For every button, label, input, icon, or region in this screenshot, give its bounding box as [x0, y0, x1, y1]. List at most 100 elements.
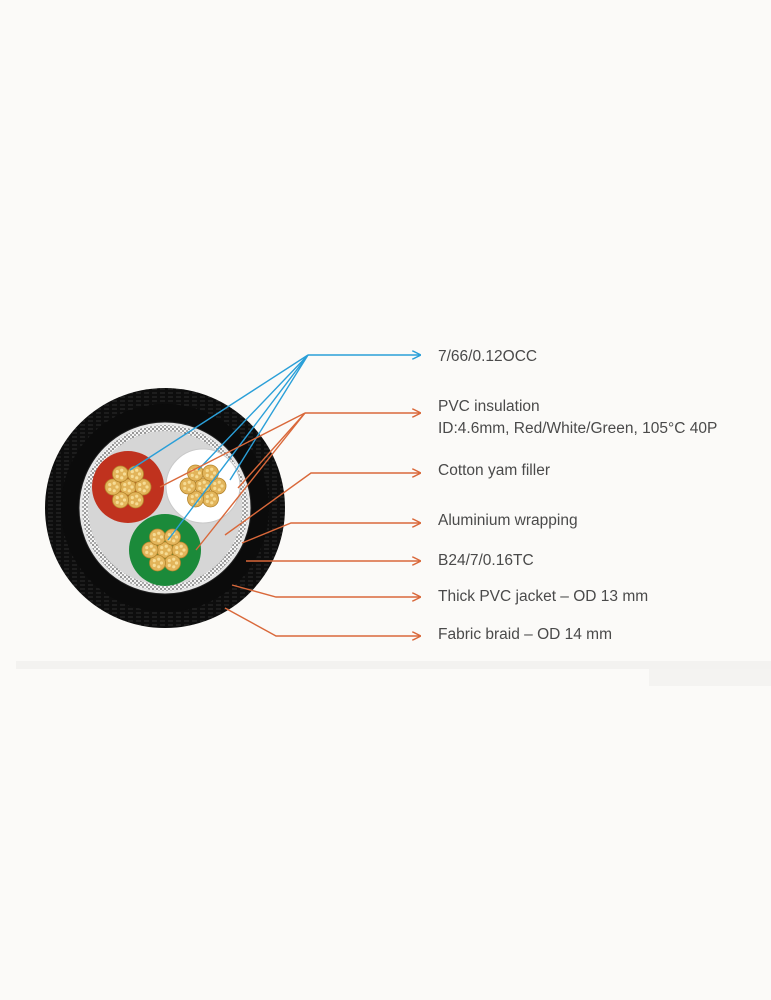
- copper-wire: [198, 486, 202, 490]
- copper-wire: [197, 471, 202, 475]
- copper-wire: [157, 565, 161, 569]
- copper-strand: [171, 541, 189, 559]
- copper-wire: [212, 497, 217, 501]
- copper-wire: [152, 533, 156, 537]
- copper-wire: [210, 475, 214, 479]
- copper-wire: [120, 476, 124, 480]
- label-jacket: Thick PVC jacket – OD 13 mm: [438, 588, 648, 605]
- copper-wire: [137, 498, 142, 502]
- red-core: [92, 451, 164, 523]
- insulation-leader-lines: [159, 413, 420, 551]
- copper-wire: [122, 472, 127, 476]
- copper-wire: [174, 535, 179, 539]
- copper-wire: [152, 559, 156, 563]
- copper-wire: [190, 499, 194, 503]
- copper-wire: [217, 488, 221, 492]
- copper-strand: [112, 491, 129, 509]
- copper-wire: [108, 487, 112, 491]
- copper-wire: [167, 548, 171, 552]
- copper-wire: [145, 546, 149, 550]
- copper-wire: [115, 474, 119, 478]
- copper-wire: [152, 537, 156, 541]
- copper-wire: [152, 563, 156, 567]
- wrapping-leader-line: [241, 523, 420, 544]
- copper-wire: [149, 552, 153, 556]
- copper-strand: [187, 490, 204, 508]
- copper-wire: [172, 557, 176, 561]
- copper-wire: [213, 482, 217, 486]
- copper-strand: [134, 478, 152, 496]
- copper-wire: [167, 559, 171, 563]
- copper-strand: [202, 464, 219, 482]
- copper-wire: [164, 544, 168, 548]
- copper-wire: [179, 544, 183, 548]
- copper-wire: [195, 475, 199, 479]
- copper-wire: [123, 487, 127, 491]
- copper-wire: [190, 484, 194, 488]
- copper-wire: [112, 489, 116, 493]
- copper-wire: [210, 493, 214, 497]
- copper-wire: [183, 482, 187, 486]
- copper-wire: [172, 539, 176, 543]
- filler-leader-line: [224, 473, 420, 536]
- copper-wire: [142, 481, 146, 485]
- conductor-leader-lines: [129, 355, 420, 541]
- copper-wire: [167, 533, 171, 537]
- cable-cross-section: [45, 388, 285, 628]
- copper-wire: [179, 552, 183, 556]
- braid-leader-line: [224, 607, 420, 636]
- copper-wire: [135, 502, 139, 506]
- copper-wire: [210, 467, 214, 471]
- copper-wire: [130, 496, 134, 500]
- label-insulation-detail: ID:4.6mm, Red/White/Green, 105°C 40P: [438, 420, 717, 437]
- copper-wire: [120, 502, 124, 506]
- copper-strand: [104, 478, 122, 496]
- copper-strand: [209, 477, 227, 495]
- copper-wire: [112, 481, 116, 485]
- copper-wire: [174, 561, 179, 565]
- copper-wire: [217, 480, 221, 484]
- copper-wire: [213, 486, 217, 490]
- copper-wire: [190, 495, 194, 499]
- copper-wire: [210, 501, 214, 505]
- copper-strand: [164, 528, 181, 546]
- bottom-band: [16, 661, 771, 669]
- copper-wire: [130, 500, 134, 504]
- copper-wire: [205, 499, 209, 503]
- copper-wire: [205, 473, 209, 477]
- copper-wire: [115, 496, 119, 500]
- copper-strand: [141, 541, 159, 559]
- copper-wire: [115, 470, 119, 474]
- copper-wire: [220, 484, 224, 488]
- copper-wire: [160, 550, 164, 554]
- copper-wire: [135, 476, 139, 480]
- label-wrapping: Aluminium wrapping: [438, 512, 578, 529]
- green-core: [129, 514, 201, 586]
- copper-strand: [202, 490, 219, 508]
- copper-wire: [160, 546, 164, 550]
- copper-wire: [123, 483, 127, 487]
- copper-wire: [127, 481, 131, 485]
- bottom-band-right: [649, 669, 771, 686]
- label-braid: Fabric braid – OD 14 mm: [438, 626, 612, 643]
- copper-strand: [149, 554, 166, 572]
- copper-wire: [187, 480, 191, 484]
- copper-strand: [179, 477, 197, 495]
- copper-wire: [120, 468, 124, 472]
- copper-wire: [135, 468, 139, 472]
- copper-wire: [157, 557, 161, 561]
- copper-wire: [127, 489, 131, 493]
- copper-wire: [205, 469, 209, 473]
- copper-wire: [167, 563, 171, 567]
- copper-wire: [190, 473, 194, 477]
- copper-wire: [138, 483, 142, 487]
- copper-wire: [175, 550, 179, 554]
- copper-wire: [115, 500, 119, 504]
- copper-wire: [122, 498, 127, 502]
- copper-wire: [137, 472, 142, 476]
- copper-wire: [205, 495, 209, 499]
- copper-wire: [195, 493, 199, 497]
- copper-wire: [120, 494, 124, 498]
- copper-wire: [130, 474, 134, 478]
